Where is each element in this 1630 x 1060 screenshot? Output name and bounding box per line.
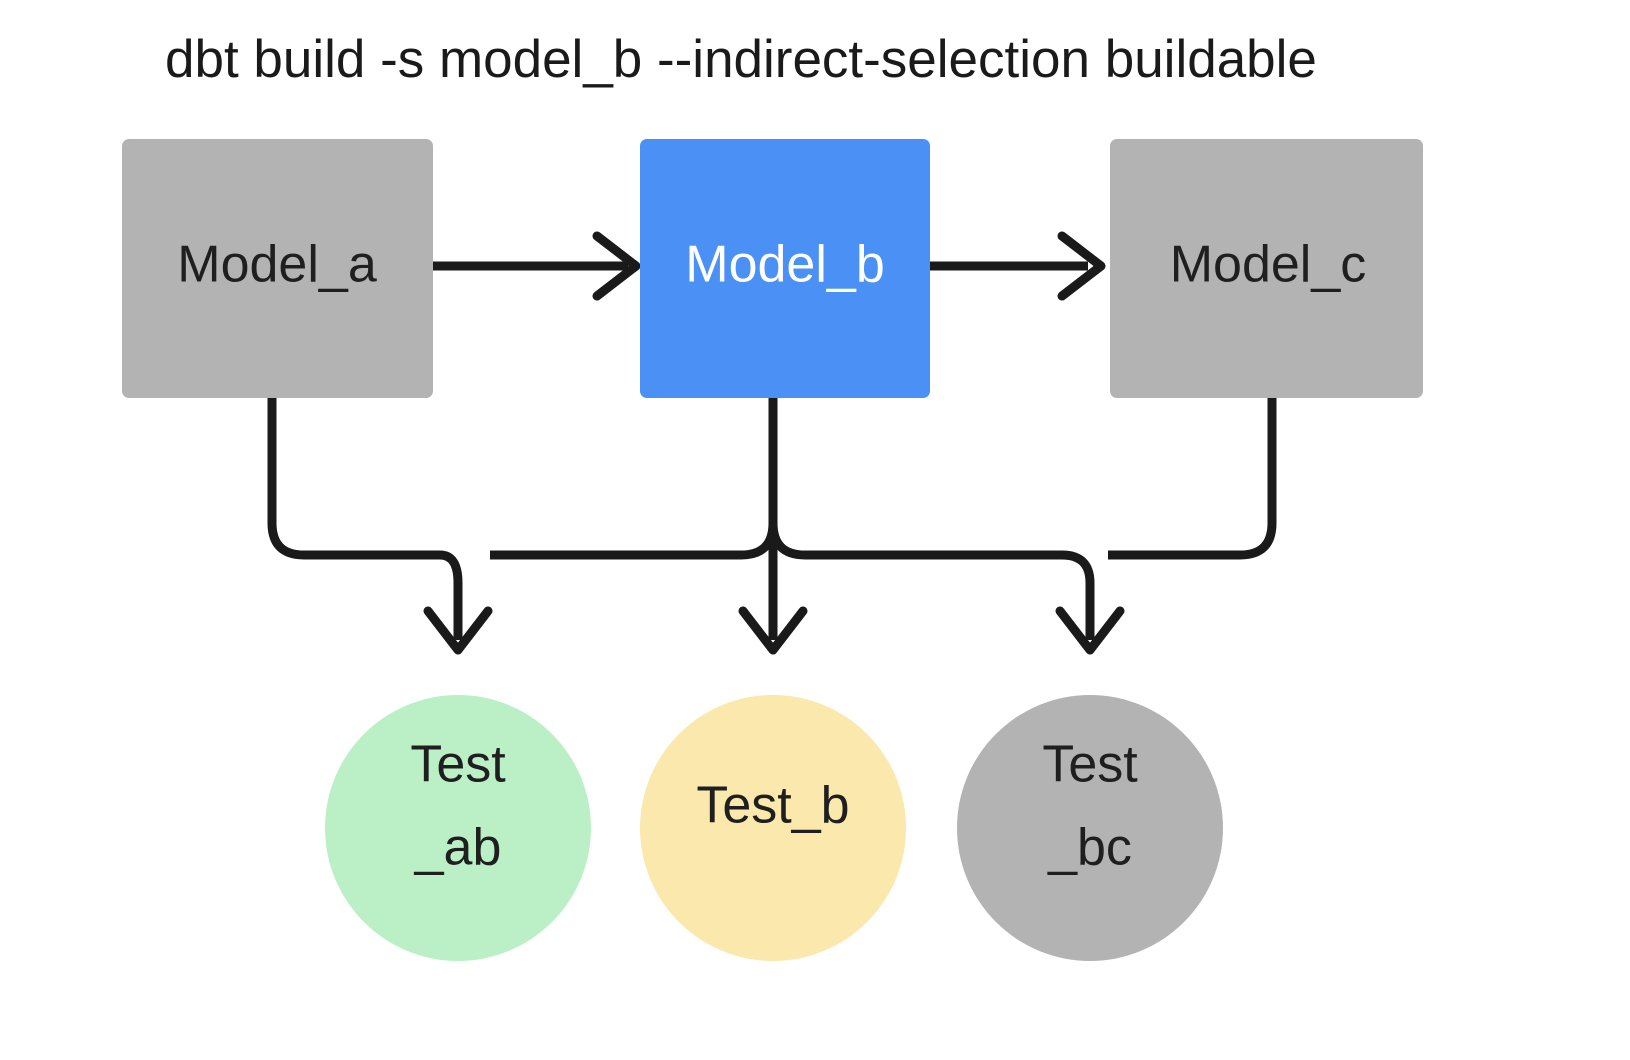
node-test-bc[interactable]: Test _bc (957, 695, 1223, 961)
node-model-c[interactable]: Model_c (1110, 139, 1423, 398)
node-test-ab[interactable]: Test _ab (325, 695, 591, 961)
model-b-label: Model_b (685, 236, 884, 294)
test-bc-label-line2: _bc (1047, 819, 1132, 877)
edge-model-b-to-test-bc (768, 522, 1125, 655)
edge-model-b-to-model-c (930, 231, 1106, 301)
node-model-b[interactable]: Model_b (640, 139, 930, 398)
edge-model-b-to-test-ab (490, 398, 778, 560)
test-ab-shape (325, 695, 591, 961)
node-model-a[interactable]: Model_a (122, 139, 433, 398)
edge-model-c-to-test-bc (1108, 398, 1277, 560)
test-bc-shape (957, 695, 1223, 961)
test-bc-label-line1: Test (1042, 736, 1138, 794)
edge-model-b-to-test-b (738, 398, 808, 655)
model-c-shape (1110, 139, 1423, 398)
model-a-label: Model_a (177, 236, 377, 294)
test-b-label-line1: Test_b (696, 777, 849, 835)
model-c-label: Model_c (1170, 236, 1367, 294)
test-ab-label-line2: _ab (414, 819, 502, 877)
test-b-shape (640, 695, 906, 961)
test-ab-label-line1: Test (410, 736, 506, 794)
model-a-shape (122, 139, 433, 398)
edge-model-a-to-model-b (433, 231, 641, 301)
page-title: dbt build -s model_b --indirect-selectio… (165, 30, 1317, 89)
node-test-b[interactable]: Test_b (640, 695, 906, 961)
edge-model-a-to-test-ab (267, 398, 493, 655)
model-b-shape (640, 139, 930, 398)
